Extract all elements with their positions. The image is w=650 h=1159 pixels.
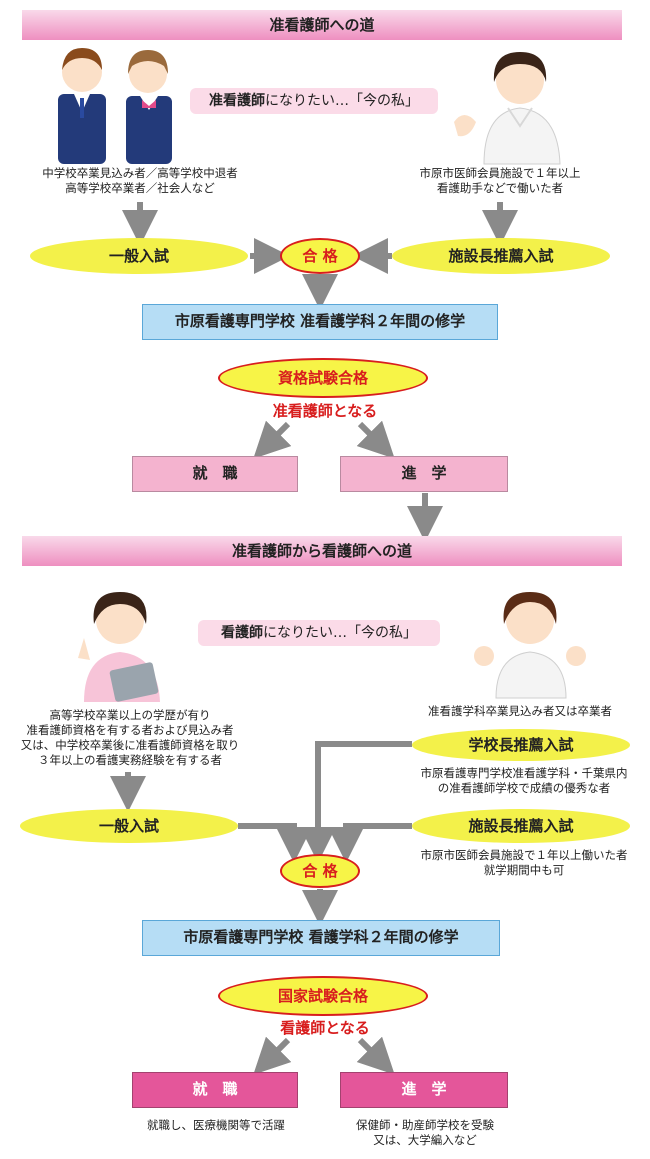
section1-title: 准看護師への道: [22, 10, 622, 40]
section2-left-caption: 高等学校卒業以上の学歴が有り 准看護師資格を有する者および見込み者 又は、中学校…: [10, 708, 250, 768]
section2-principal-caption: 市原看護専門学校准看護学科・千葉県内 の准看護師学校で成績の優秀な者: [404, 766, 644, 796]
caption-line: 又は、大学編入など: [373, 1133, 477, 1147]
caption-line: 就学期間中も可: [483, 863, 565, 877]
section1-qualification-exam: 資格試験合格: [218, 358, 428, 398]
section2-advance-box: 進 学: [340, 1072, 508, 1108]
arrow-to-advance-2: [356, 1036, 395, 1075]
section2-bubble-rest: になりたい…「今の私」: [263, 625, 417, 641]
section1-facility-exam: 施設長推薦入試: [392, 238, 610, 274]
section2-facility-caption: 市原市医師会員施設で１年以上働いた者 就学期間中も可: [404, 848, 644, 878]
section2-become: 看護師となる: [280, 1019, 370, 1037]
caption-line: 又は、中学校卒業後に准看護師資格を取り: [20, 738, 240, 752]
section1-study-box: 市原看護専門学校 准看護学科２年間の修学: [142, 304, 498, 340]
section1-pass: 合 格: [280, 238, 360, 274]
caption-line: 高等学校卒業者／社会人など: [65, 181, 215, 195]
section2-title: 准看護師から看護師への道: [22, 536, 622, 566]
section1-bubble-rest: になりたい…「今の私」: [265, 93, 419, 109]
section1-right-caption: 市原市医師会員施設で１年以上 看護助手などで働いた者: [390, 166, 610, 196]
caption-line: 准看護師資格を有する者および見込み者: [26, 723, 234, 737]
section1-advance-box: 進 学: [340, 456, 508, 492]
nurse-with-tablet-illustration: [78, 592, 160, 702]
section2-pass: 合 格: [280, 854, 360, 888]
section2-general-exam: 一般入試: [20, 809, 238, 843]
arrow-to-employment-1: [253, 420, 292, 459]
section2-right-top-caption: 准看護学科卒業見込み者又は卒業者: [428, 704, 612, 718]
section1-general-exam: 一般入試: [30, 238, 248, 274]
section1-employment-box: 就 職: [132, 456, 298, 492]
section2-study-box: 市原看護専門学校 看護学科２年間の修学: [142, 920, 500, 956]
section2-thought-bubble: 看護師になりたい…「今の私」: [198, 620, 440, 646]
section2-employment-caption: 就職し、医療機関等で活躍: [147, 1118, 285, 1132]
arrow-general2-to-pass: [238, 823, 312, 863]
section1-thought-bubble: 准看護師になりたい…「今の私」: [190, 88, 438, 114]
caption-line: 市原看護専門学校准看護学科・千葉県内: [420, 766, 628, 780]
section1-become: 准看護師となる: [272, 402, 378, 420]
caption-line: の准看護師学校で成績の優秀な者: [437, 781, 611, 795]
caption-line: 中学校卒業見込み者／高等学校中退者: [42, 166, 238, 180]
section2-national-exam: 国家試験合格: [218, 976, 428, 1016]
section2-principal-exam: 学校長推薦入試: [412, 729, 630, 761]
arrow-facility2-to-pass: [328, 823, 412, 863]
students-illustration: [58, 48, 172, 164]
caption-line: 保健師・助産師学校を受験: [356, 1118, 494, 1132]
caption-line: 市原市医師会員施設で１年以上: [419, 166, 581, 180]
arrow-principal-to-pass: [300, 741, 412, 863]
section2-employment-box: 就 職: [132, 1072, 298, 1108]
caption-line: 市原市医師会員施設で１年以上働いた者: [420, 848, 628, 862]
section2-advance-caption: 保健師・助産師学校を受験 又は、大学編入など: [330, 1118, 520, 1148]
caption-line: 看護助手などで働いた者: [436, 181, 564, 195]
arrow-to-advance-1: [356, 420, 395, 459]
nurse-illustration: [454, 52, 561, 165]
cheering-nurse-illustration: [474, 592, 586, 699]
section1-left-caption: 中学校卒業見込み者／高等学校中退者 高等学校卒業者／社会人など: [20, 166, 260, 196]
section1-bubble-bold: 准看護師: [209, 93, 265, 109]
arrow-to-employment-2: [253, 1036, 292, 1075]
section2-bubble-bold: 看護師: [221, 625, 263, 641]
section2-facility-exam: 施設長推薦入試: [412, 809, 630, 843]
caption-line: ３年以上の看護実務経験を有する者: [38, 753, 222, 767]
caption-line: 高等学校卒業以上の学歴が有り: [49, 708, 211, 722]
